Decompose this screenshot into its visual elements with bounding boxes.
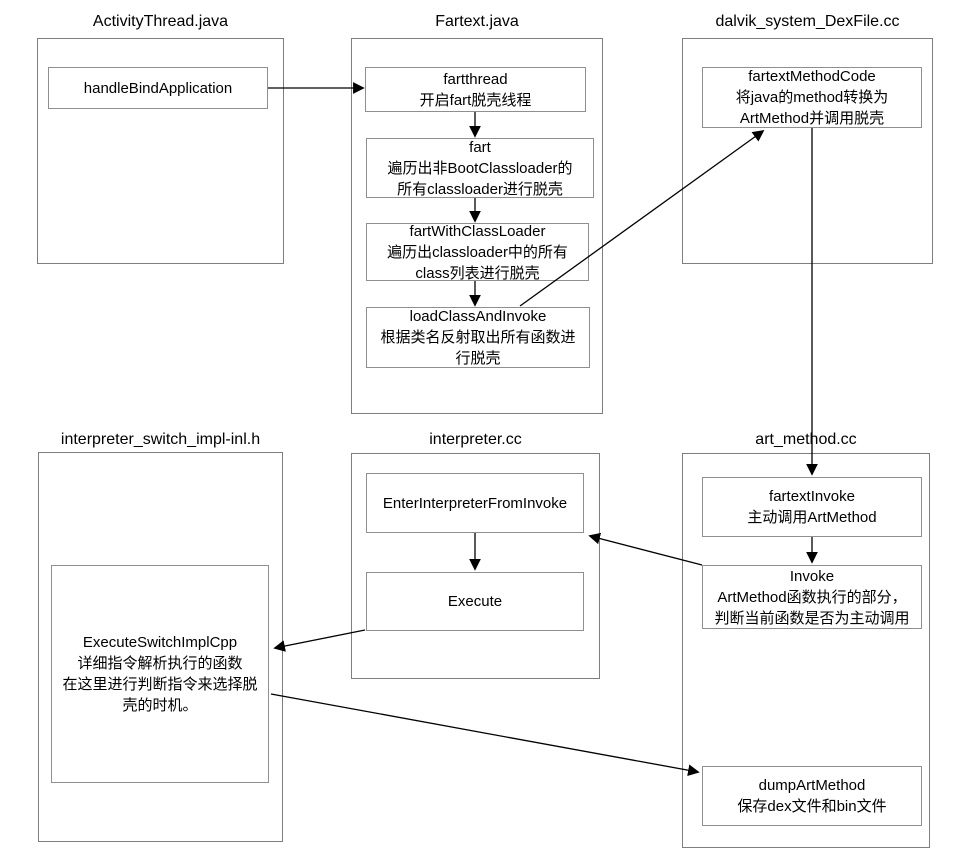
node-executeswitchimplcpp: ExecuteSwitchImplCpp 详细指令解析执行的函数 在这里进行判断… [51, 565, 269, 783]
file-title-art-method: art_method.cc [755, 431, 857, 448]
node-loadclassandinvoke: loadClassAndInvoke 根据类名反射取出所有函数进 行脱壳 [366, 307, 590, 368]
file-title-switch-impl: interpreter_switch_impl-inl.h [60, 431, 261, 448]
node-execute: Execute [366, 572, 584, 631]
node-fartwithclassloader: fartWithClassLoader 遍历出classloader中的所有 c… [366, 223, 589, 282]
file-title-interpreter: interpreter.cc [429, 431, 522, 448]
file-title-activity-thread: ActivityThread.java [92, 13, 229, 30]
file-title-dex-file: dalvik_system_DexFile.cc [715, 13, 900, 30]
node-invoke: Invoke ArtMethod函数执行的部分， 判断当前函数是否为主动调用 [702, 565, 922, 629]
node-fart: fart 遍历出非BootClassloader的 所有classloader进… [366, 138, 594, 198]
node-handlebindapplication: handleBindApplication [48, 67, 268, 109]
node-fartextinvoke: fartextInvoke 主动调用ArtMethod [702, 477, 922, 537]
node-fartthread: fartthread 开启fart脱壳线程 [365, 67, 586, 112]
arrow-executeswitchimplcpp-to-dumpartmethod [270, 693, 700, 776]
node-fartextmethodcode: fartextMethodCode 将java的method转换为 ArtMet… [702, 67, 922, 128]
file-title-fartext: Fartext.java [435, 13, 519, 30]
node-dumpartmethod: dumpArtMethod 保存dex文件和bin文件 [702, 766, 922, 826]
node-enterinterpreterfrominvoke: EnterInterpreterFromInvoke [366, 473, 584, 533]
